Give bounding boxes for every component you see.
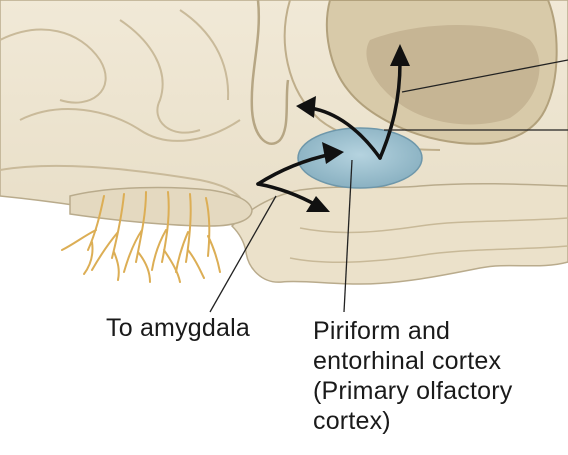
label-piriform-cortex: Piriform and entorhinal cortex (Primary … — [313, 316, 512, 436]
temporal-lobe — [232, 184, 568, 284]
label-to-amygdala: To amygdala — [106, 313, 250, 343]
label-piriform-line: Piriform and — [313, 316, 512, 346]
label-piriform-line: entorhinal cortex — [313, 346, 512, 376]
label-piriform-line: (Primary olfactory — [313, 376, 512, 406]
label-piriform-line: cortex) — [313, 406, 512, 436]
